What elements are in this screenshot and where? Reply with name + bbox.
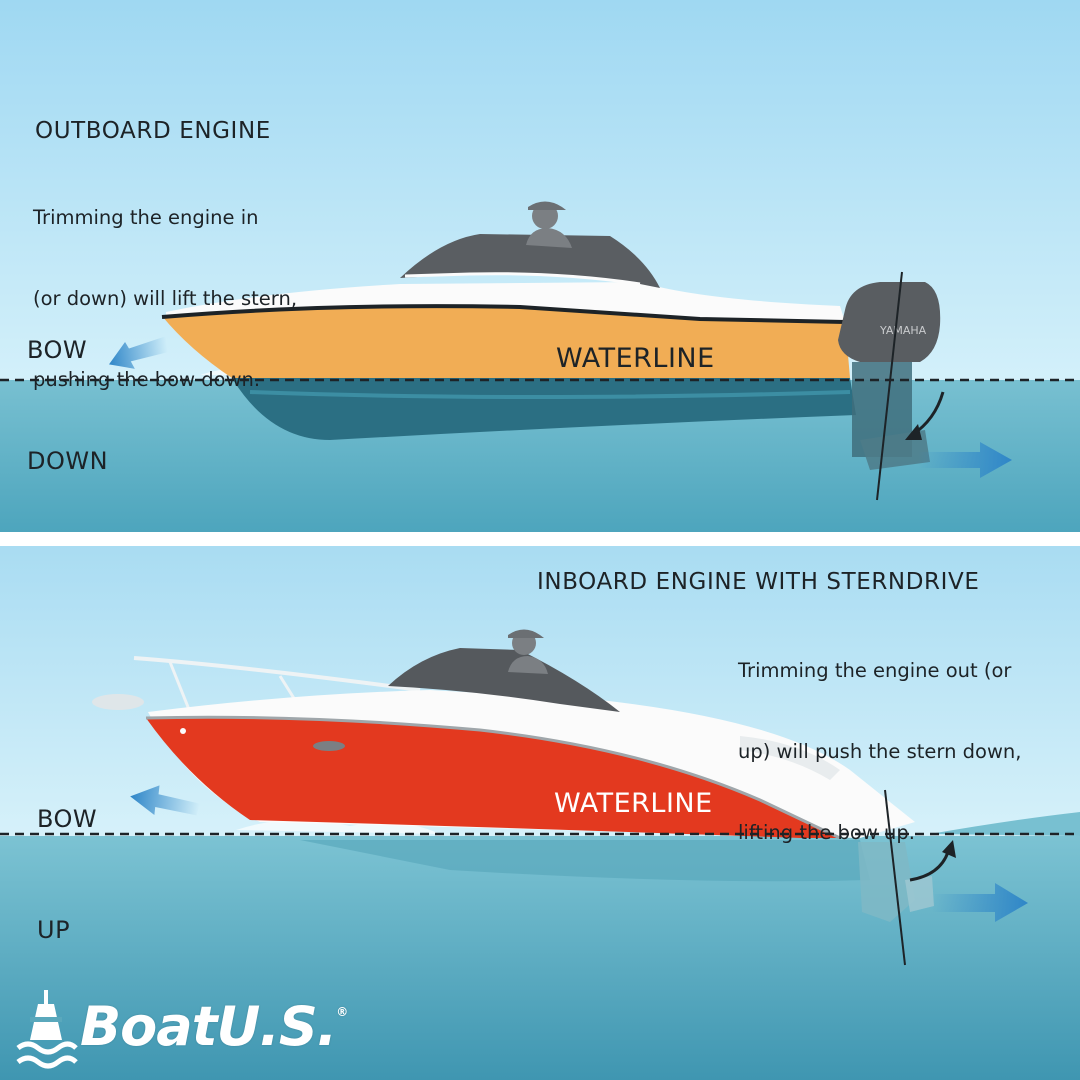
top-hull-underwater <box>232 378 856 440</box>
bottom-bow-label-line: BOW <box>37 805 98 833</box>
bottom-porthole <box>313 741 345 751</box>
bottom-driver <box>508 629 548 674</box>
top-bow-label-line: BOW <box>27 336 88 364</box>
top-panel: YAMAHA <box>0 0 1080 532</box>
top-deck <box>166 282 845 322</box>
top-heading: OUTBOARD ENGINE <box>35 118 271 144</box>
bottom-bow-label: BOW UP <box>37 727 97 986</box>
bottom-description-line: Trimming the engine out (or <box>738 659 1012 682</box>
top-outboard-engine: YAMAHA <box>838 282 941 470</box>
bottom-trim-arrowhead <box>942 840 956 858</box>
top-rub-rail <box>161 304 846 324</box>
top-trim-arrowhead <box>905 424 922 440</box>
bottom-waterline-label: WATERLINE <box>554 788 713 819</box>
bottom-bow-label-line: UP <box>37 916 71 944</box>
top-description-line: Trimming the engine in <box>33 206 259 229</box>
bottom-trim-angle-line <box>884 789 906 966</box>
logo-wordmark: BoatU.S. <box>80 995 337 1058</box>
top-driver <box>526 201 572 248</box>
top-bow-label-line: DOWN <box>27 447 109 475</box>
boatus-logo: BoatU.S.® <box>80 995 348 1058</box>
top-engine-brand: YAMAHA <box>879 324 927 337</box>
panel-divider <box>0 532 1080 546</box>
top-description-line: (or down) will lift the stern, <box>33 287 298 310</box>
bottom-panel <box>0 546 1080 1080</box>
top-hull-strake <box>249 390 851 399</box>
bottom-heading: INBOARD ENGINE WITH STERNDRIVE <box>537 569 980 595</box>
top-bow-arrow <box>109 336 168 369</box>
registered-mark: ® <box>336 1005 348 1019</box>
top-hull-orange <box>162 305 850 378</box>
top-description-line: pushing the bow down. <box>33 368 261 391</box>
top-waterline-label: WATERLINE <box>556 343 715 374</box>
top-bow-label: BOW DOWN <box>27 258 108 517</box>
bottom-aft-deck <box>740 736 840 780</box>
bottom-description: Trimming the engine out (or up) will pus… <box>738 603 1021 873</box>
top-description: Trimming the engine in (or down) will li… <box>33 150 297 420</box>
top-thrust-arrow <box>918 442 1012 478</box>
top-windshield-frame <box>404 272 641 286</box>
bottom-rub-rail <box>145 715 841 840</box>
bottom-trim-arrow <box>909 851 950 882</box>
bottom-bow-arrow <box>130 785 200 816</box>
bottom-thrust-arrow <box>932 883 1028 922</box>
top-trim-angle-line <box>876 271 903 501</box>
bottom-windshield <box>388 648 620 712</box>
buoy-icon <box>16 990 78 1069</box>
bottom-sterndrive <box>858 842 934 922</box>
bottom-description-line: lifting the bow up. <box>738 821 915 844</box>
bottom-hull-underwater <box>300 840 870 882</box>
bottom-description-line: up) will push the stern down, <box>738 740 1022 763</box>
top-windshield <box>400 234 660 288</box>
bottom-nav-light <box>180 728 186 734</box>
bottom-wave <box>930 812 1080 836</box>
